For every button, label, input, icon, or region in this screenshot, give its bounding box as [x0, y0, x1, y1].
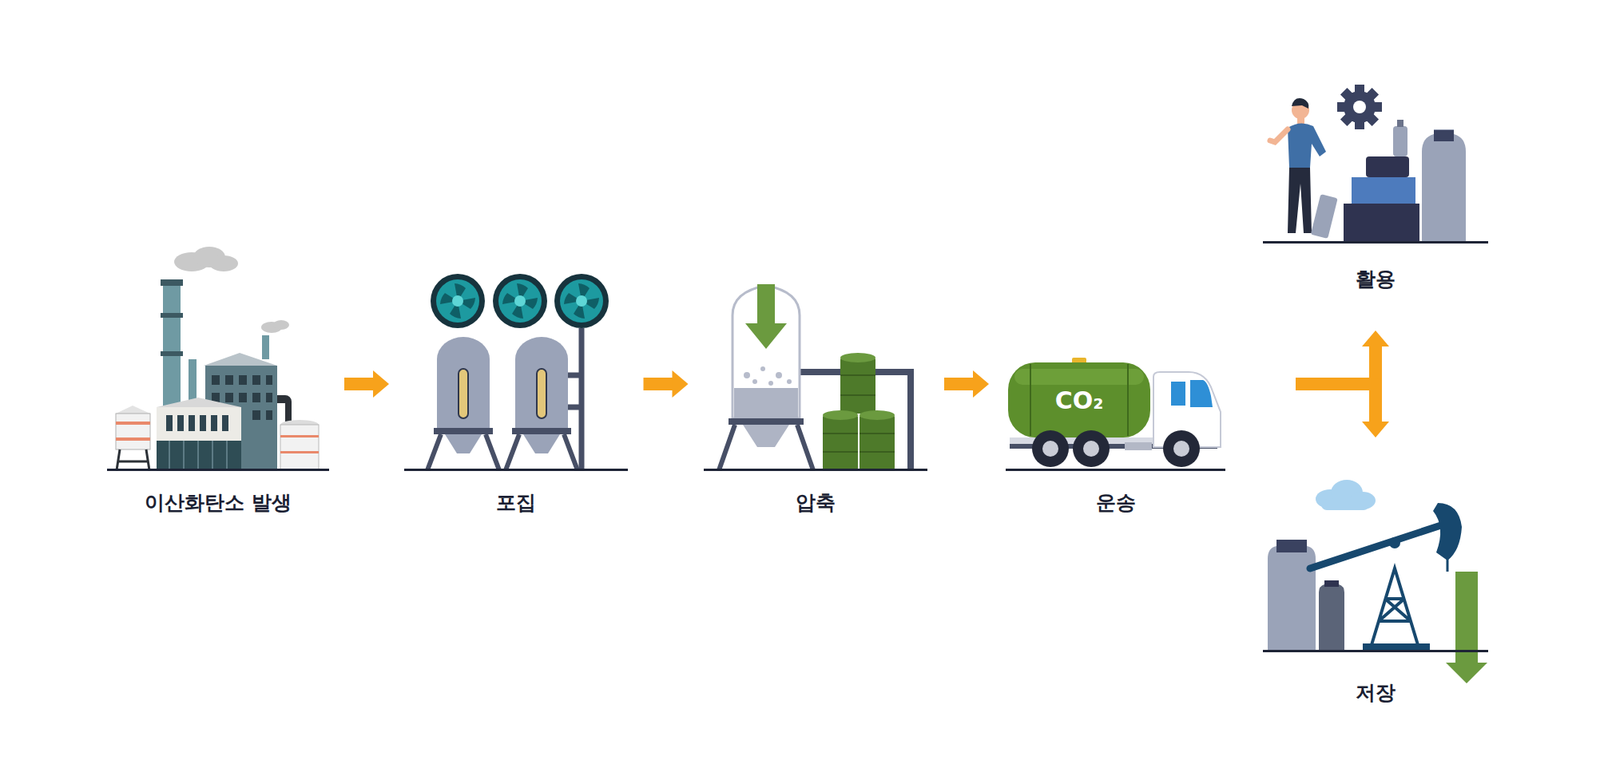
arrow-head — [1361, 421, 1390, 438]
utilization-stage: 활용 — [1258, 87, 1493, 293]
stage-label: 압축 — [698, 490, 933, 517]
transport-stage: 운송 — [1000, 239, 1231, 517]
arrow-head — [972, 370, 989, 398]
flow-arrow — [344, 370, 390, 398]
arrow-shaft — [944, 377, 977, 391]
factory-illustration — [107, 246, 330, 472]
flow-arrow — [1295, 330, 1390, 385]
stage-label: 운송 — [1000, 490, 1231, 517]
stage-label: 활용 — [1258, 266, 1493, 293]
stage-label: 포집 — [399, 490, 633, 517]
compression-stage: 압축 — [698, 239, 933, 517]
flow-arrow — [944, 370, 989, 398]
capture-stage: 포집 — [399, 239, 633, 517]
emission-stage: 이산화탄소 발생 — [102, 239, 334, 517]
arrow-head — [672, 370, 689, 398]
arrow-head — [1361, 330, 1390, 347]
storage-illustration — [1262, 480, 1489, 684]
arrow-head — [373, 370, 390, 398]
storage-stage: 저장 — [1258, 479, 1493, 707]
flow-arrow — [1295, 384, 1390, 438]
truck-illustration — [1005, 357, 1226, 472]
arrow-shaft — [344, 377, 377, 391]
stage-label: 저장 — [1258, 680, 1493, 707]
flow-arrow — [643, 370, 689, 398]
tank-label: CO₂ — [1055, 387, 1104, 415]
stage-label: 이산화탄소 발생 — [102, 490, 334, 517]
capture-illustration — [404, 273, 628, 472]
arrow-shaft — [643, 377, 676, 391]
arrow-shaft — [1295, 384, 1376, 425]
utilization-illustration — [1262, 84, 1489, 244]
compression-illustration — [703, 284, 928, 472]
